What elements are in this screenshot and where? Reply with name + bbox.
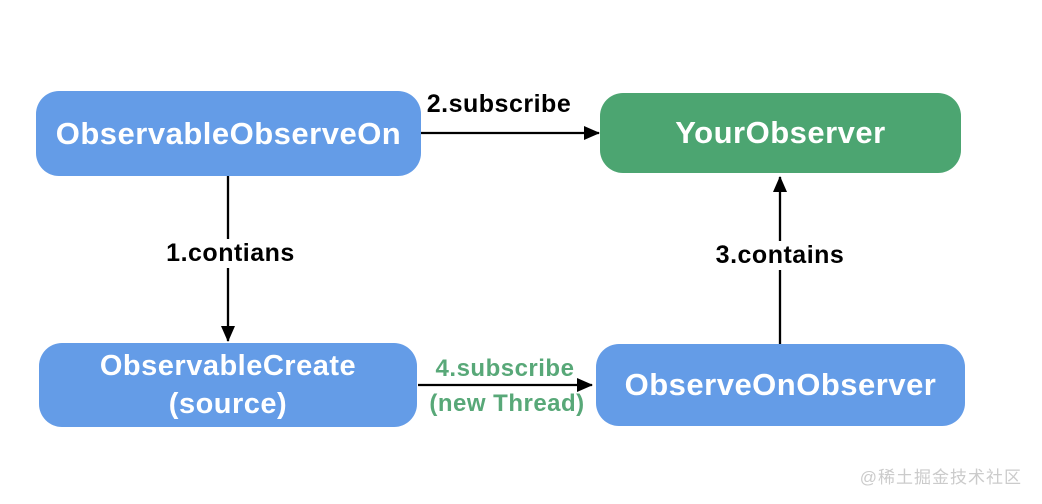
node-observable-create: ObservableCreate (source) <box>39 343 417 427</box>
watermark: @稀土掘金技术社区 <box>859 468 1022 487</box>
node-your-observer: YourObserver <box>600 93 961 173</box>
edge-label-4-subscribe: 4.subscribe <box>435 355 575 382</box>
node-observe-on-observer: ObserveOnObserver <box>596 344 965 426</box>
node-sublabel: (source) <box>168 388 288 420</box>
node-observable-observe-on: ObservableObserveOn <box>36 91 421 176</box>
edge-label-2-subscribe: 2.subscribe <box>426 90 572 118</box>
edge-label-3-contains: 3.contains <box>700 241 860 270</box>
edge-label-new-thread: (new Thread) <box>429 390 585 417</box>
node-label: YourObserver <box>675 115 886 150</box>
node-label: ObservableCreate <box>99 349 357 382</box>
node-label: ObserveOnObserver <box>624 367 937 402</box>
edge-label-1-contians: 1.contians <box>148 239 313 268</box>
node-label: ObservableObserveOn <box>55 115 402 151</box>
